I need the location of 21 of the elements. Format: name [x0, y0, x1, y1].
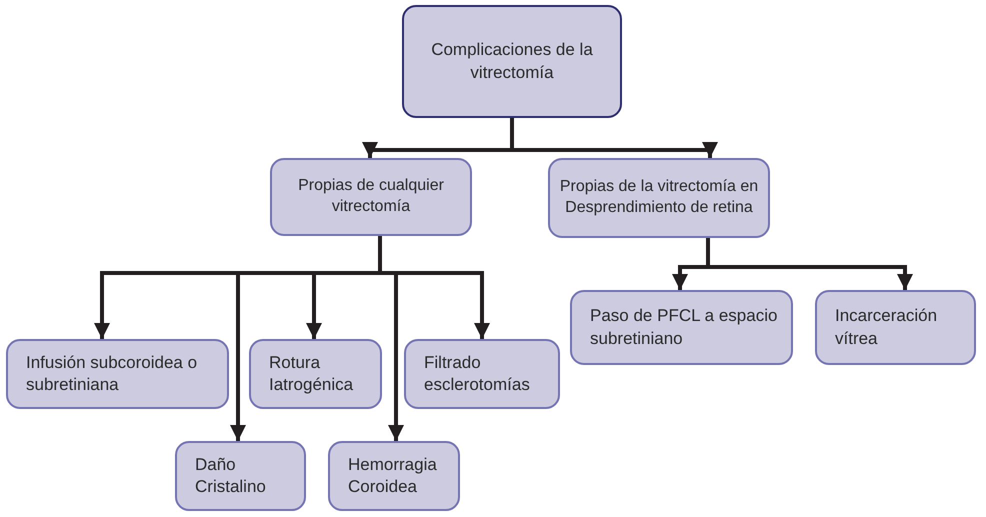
process-box: [249, 339, 382, 409]
process-box: [815, 290, 976, 365]
process-box: [6, 339, 229, 409]
process-box: [328, 441, 460, 511]
title-box: [402, 5, 622, 118]
box-label: Infusión subcoroidea o subretiniana: [26, 352, 198, 396]
process-box: [548, 158, 770, 238]
box-label: Hemorragia Coroidea: [348, 454, 438, 498]
arrow: [706, 238, 913, 290]
box-label: Propias de la vitrectomía en Desprendimiento de retina: [558, 177, 760, 218]
process-box: [570, 290, 793, 365]
box-label: Daño Cristalino: [195, 454, 267, 498]
box-label: Complicaciones de la vitrectomía: [430, 39, 594, 84]
process-box: [404, 339, 560, 409]
box-label: Paso de PFCL a espacio subretiniano: [590, 305, 778, 350]
box-label: Incarceración vítrea: [835, 305, 938, 350]
box-label: Filtrado esclerotomías: [424, 352, 531, 396]
process-box: [175, 441, 306, 511]
box-label: Propias de cualquier vitrectomía: [297, 176, 445, 217]
process-box: [270, 158, 472, 236]
box-label: Rotura Iatrogénica: [269, 352, 354, 396]
